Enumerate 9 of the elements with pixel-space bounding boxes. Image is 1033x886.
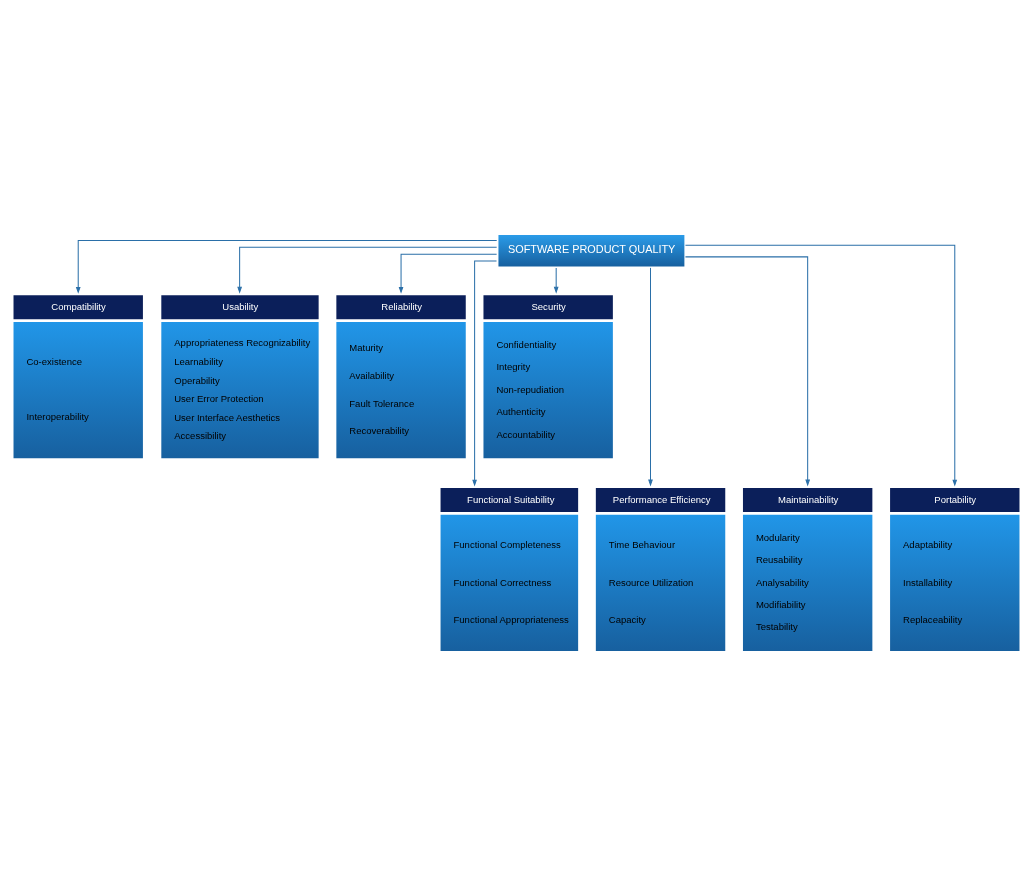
arrow bbox=[684, 244, 958, 486]
arrow bbox=[398, 253, 498, 294]
arrow bbox=[553, 266, 559, 294]
arrow bbox=[648, 266, 653, 486]
arrow bbox=[684, 255, 811, 486]
arrow bbox=[75, 239, 498, 294]
node-box: SOFTWARE PRODUCT QUALITY bbox=[498, 234, 685, 266]
arrow bbox=[472, 259, 498, 486]
arrow bbox=[237, 246, 498, 294]
